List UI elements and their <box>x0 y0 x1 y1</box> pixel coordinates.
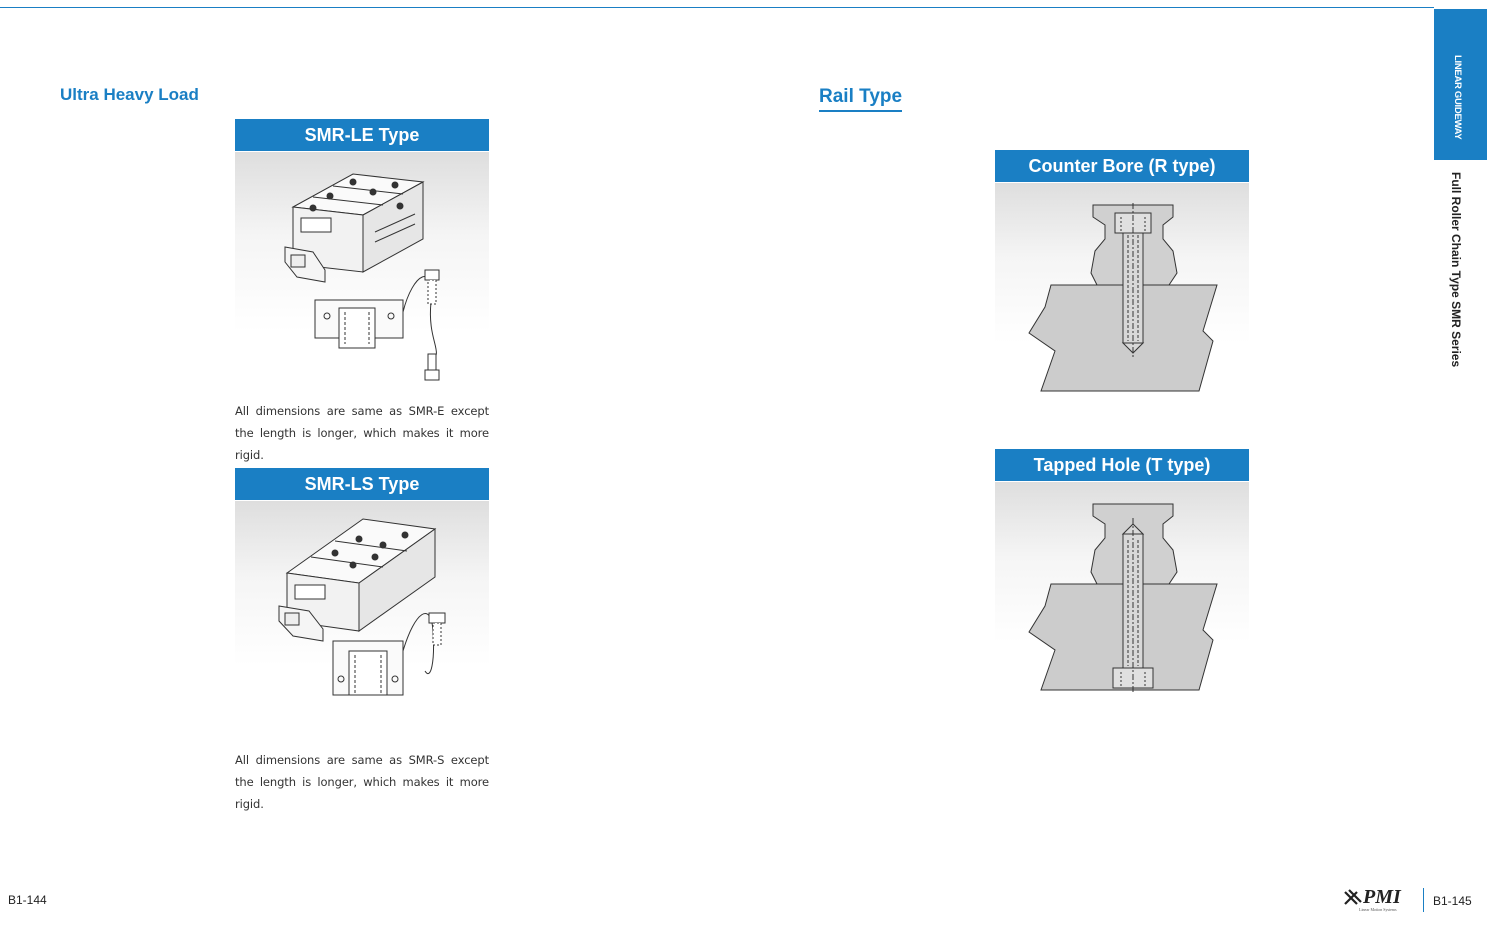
pmi-logo-mark-icon <box>1344 889 1362 905</box>
tapped-hole-illustration <box>995 482 1249 697</box>
pmi-logo-text: PMI <box>1363 886 1401 908</box>
section-title-ultra-heavy-load: Ultra Heavy Load <box>60 85 199 104</box>
panel-title-counter-bore: Counter Bore (R type) <box>995 150 1249 182</box>
footer-separator <box>1423 888 1424 912</box>
section-title-rail-type: Rail Type <box>819 86 903 112</box>
panel-title-smr-ls: SMR-LS Type <box>235 468 489 500</box>
side-tab: LINEAR GUIDEWAY <box>1434 9 1487 160</box>
page-number-left: B1-144 <box>8 893 47 907</box>
counter-bore-illustration <box>995 183 1249 398</box>
smr-le-description: All dimensions are same as SMR-E except … <box>235 404 489 462</box>
smr-ls-description: All dimensions are same as SMR-S except … <box>235 753 489 811</box>
pmi-logo-subtext: Linear Motion Systems <box>1359 907 1397 912</box>
page-number-right: B1-145 <box>1433 894 1472 908</box>
panel-title-smr-le: SMR-LE Type <box>235 119 489 151</box>
top-rule <box>0 7 1434 8</box>
panel-title-tapped-hole: Tapped Hole (T type) <box>995 449 1249 481</box>
pmi-logo: PMI Linear Motion Systems <box>1343 886 1419 916</box>
smr-ls-illustration <box>235 501 489 721</box>
smr-le-illustration <box>235 152 489 392</box>
side-series-title: Full Roller Chain Type SMR Series <box>1449 172 1463 368</box>
side-tab-category: LINEAR GUIDEWAY <box>1452 55 1463 140</box>
